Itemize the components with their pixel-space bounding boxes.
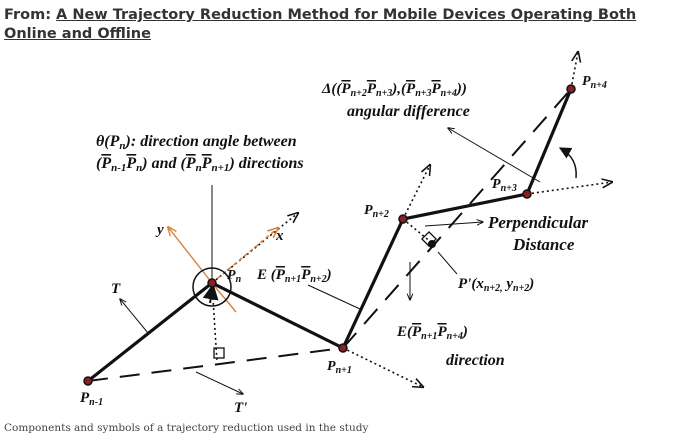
label-pn+4: Pn+4	[582, 74, 607, 91]
extension-pn-direction	[211, 213, 298, 284]
label-pn: Pn	[227, 268, 242, 285]
label-y-axis: y	[155, 222, 164, 238]
perpendicular-pn	[211, 282, 218, 363]
dashed-segment-pn-1-to-pn+1	[87, 347, 344, 382]
theta-label-line1: θ(Pn): direction angle between	[96, 133, 297, 152]
perpendicular-label: Perpendicular	[487, 213, 588, 232]
figure-header: From: A New Trajectory Reduction Method …	[4, 6, 676, 44]
label-pn+2: Pn+2	[364, 203, 389, 220]
label-t: T	[111, 281, 121, 297]
label-x-axis: x	[275, 228, 284, 244]
extension-pn+2-direction	[402, 165, 430, 220]
label-t-prime: T'	[234, 400, 247, 416]
angular-difference-arc	[558, 147, 577, 179]
theta-label-line2: (Pn-1Pn) and (PnPn+1) directions	[96, 155, 304, 174]
point-pn-1	[83, 376, 93, 386]
extension-pn+1-direction	[342, 347, 423, 387]
leader-angular-difference	[448, 128, 541, 183]
leader-e-pn+1-pn+2	[307, 284, 361, 310]
extension-pn+3-direction	[526, 182, 612, 195]
right-angle-marker-pn	[213, 347, 225, 359]
e-label-pn+1-pn+4: E(Pn+1Pn+4)	[396, 324, 468, 342]
point-pn+3	[522, 189, 532, 199]
label-pn+1: Pn+1	[327, 359, 352, 376]
figure-caption: Components and symbols of a trajectory r…	[4, 422, 369, 434]
distance-label: Distance	[512, 235, 575, 254]
x-axis-pn	[211, 228, 278, 284]
trajectory-line	[87, 88, 573, 383]
point-pn+4	[566, 84, 576, 94]
dashed-segment-pn+1-to-pn+4	[342, 88, 572, 349]
label-pn-1: Pn-1	[80, 390, 103, 408]
projected-point-p-prime	[428, 240, 436, 248]
leader-t	[120, 299, 149, 334]
direction-label: direction	[446, 352, 505, 369]
point-pn	[207, 278, 217, 288]
label-pn+3: Pn+3	[492, 177, 517, 194]
delta-label-line1: Δ((Pn+2Pn+3),(Pn+3Pn+4))	[321, 81, 467, 99]
perpendicular-pn+2	[402, 218, 433, 244]
paper-title-link[interactable]: A New Trajectory Reduction Method for Mo…	[4, 7, 637, 42]
leader-t-prime	[195, 371, 243, 394]
delta-label-line2: angular difference	[347, 103, 470, 120]
theta-angle-arrow	[202, 283, 219, 304]
header-prefix: From:	[4, 7, 57, 23]
y-axis-pn	[168, 227, 213, 284]
p-prime-label: P'(xn+2, yn+2)	[458, 276, 534, 294]
leader-p-prime	[437, 251, 458, 275]
e-label-pn+1-pn+2: E (Pn+1Pn+2)	[256, 267, 332, 285]
point-pn+1	[338, 343, 348, 353]
leader-perpendicular	[424, 222, 483, 227]
extension-pn+4-direction	[570, 52, 578, 90]
point-pn+2	[398, 214, 408, 224]
theta-angle-circle	[192, 267, 232, 307]
